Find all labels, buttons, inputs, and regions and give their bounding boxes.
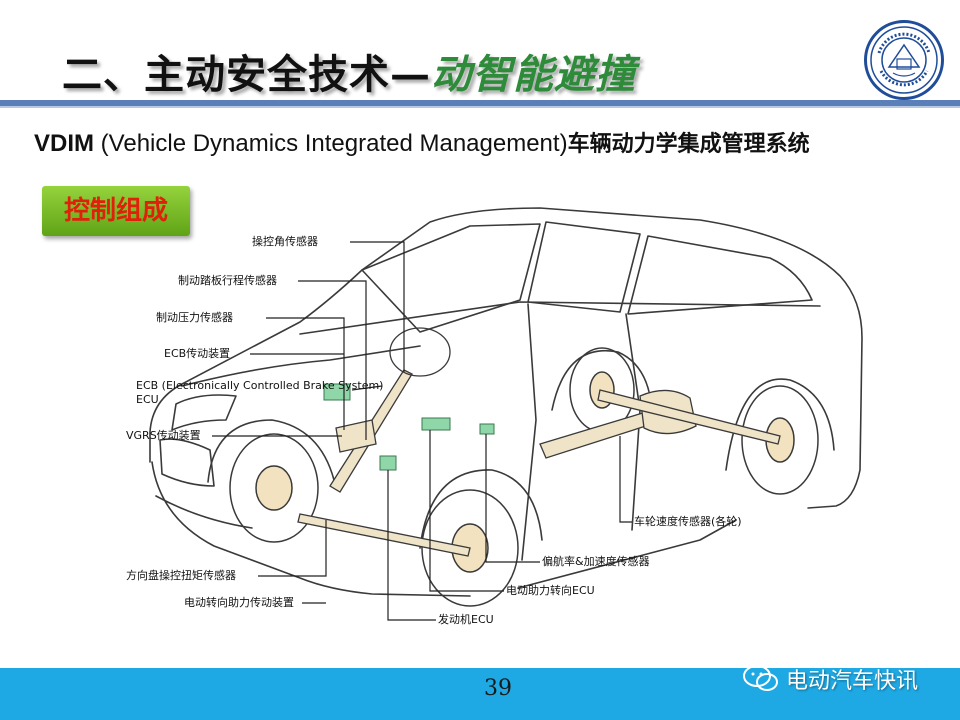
title-accent-text: 动智能避撞 bbox=[431, 51, 636, 98]
title-bar: 二、主动安全技术—动智能避撞 bbox=[0, 0, 960, 110]
steering-rack bbox=[297, 513, 471, 557]
leader-wheel-speed bbox=[619, 436, 632, 523]
callout-engine-ecu: 发动机ECU bbox=[438, 613, 494, 626]
front-right-wheel bbox=[229, 433, 319, 543]
leader-steering-angle bbox=[350, 241, 405, 372]
rear-axle bbox=[597, 389, 781, 445]
front-wheel-arch bbox=[207, 419, 335, 483]
yaw-sensor-box bbox=[421, 417, 451, 431]
subtitle-english: (Vehicle Dynamics Integrated Management) bbox=[94, 130, 568, 157]
door-line bbox=[521, 303, 537, 561]
callout-ecb-ecu-line2: ECU bbox=[136, 393, 159, 406]
callout-yaw-accel-sensor: 偏航率&加速度传感器 bbox=[542, 555, 650, 568]
leader-steering-torque bbox=[258, 520, 327, 577]
side-window-rear bbox=[627, 235, 813, 315]
callout-brake-pressure-sensor: 制动压力传感器 bbox=[156, 311, 233, 324]
beltline bbox=[299, 301, 821, 335]
car-underbody bbox=[151, 461, 471, 597]
subtitle-chinese: 车辆动力学集成管理系统 bbox=[567, 132, 810, 157]
car-body-outline bbox=[149, 207, 863, 509]
wechat-icon bbox=[743, 665, 778, 691]
callout-eps-ecu: 电动助力转向ECU bbox=[506, 584, 595, 597]
rear-left-wheel-arch bbox=[551, 350, 653, 415]
side-window-front bbox=[527, 221, 641, 313]
page-number: 39 bbox=[484, 676, 512, 701]
drive-shaft bbox=[539, 411, 653, 459]
callout-brake-pedal-stroke-sensor: 制动踏板行程传感器 bbox=[178, 274, 277, 287]
front-left-wheel bbox=[421, 489, 519, 607]
leader-engine-ecu bbox=[387, 470, 436, 621]
watermark-text: 电动汽车快讯 bbox=[786, 669, 919, 694]
callout-vgrs-actuator: VGRS传动装置 bbox=[126, 429, 201, 442]
windshield bbox=[361, 223, 541, 333]
grille bbox=[159, 438, 215, 487]
section-badge: 控制组成 bbox=[42, 186, 190, 236]
leader-ecb-ecu bbox=[351, 385, 383, 391]
university-seal-logo bbox=[864, 20, 944, 100]
title-rule-light bbox=[0, 106, 960, 108]
callout-steering-angle-sensor: 操控角传感器 bbox=[252, 235, 318, 248]
title-main-text: 二、主动安全技术— bbox=[62, 51, 431, 98]
subtitle: VDIM (Vehicle Dynamics Integrated Manage… bbox=[34, 126, 810, 158]
bumper bbox=[155, 495, 253, 529]
leader-brake-pressure bbox=[266, 317, 345, 430]
callout-wheel-speed-sensor: 车轮速度传感器(各轮) bbox=[634, 515, 742, 528]
eps-ecu-box bbox=[379, 455, 397, 471]
hood-line bbox=[181, 345, 421, 387]
leader-eps-ecu bbox=[429, 430, 504, 592]
callout-ecb-actuator: ECB传动装置 bbox=[164, 347, 231, 360]
slide-title: 二、主动安全技术—动智能避撞 bbox=[62, 42, 636, 100]
rear-right-wheel bbox=[741, 385, 819, 495]
leader-brake-pedal bbox=[298, 280, 367, 440]
callout-ecb-ecu: ECB (Electronically Controlled Brake Sys… bbox=[136, 379, 383, 407]
subtitle-acronym: VDIM bbox=[34, 130, 94, 157]
leader-yaw bbox=[485, 434, 540, 563]
rear-wheel-arch bbox=[725, 378, 835, 471]
seal-icon bbox=[870, 26, 938, 94]
title-rule bbox=[0, 100, 960, 106]
callout-eps-actuator: 电动转向助力传动装置 bbox=[184, 596, 294, 609]
engine-ecu-box bbox=[479, 423, 495, 435]
callout-ecb-ecu-line1: ECB (Electronically Controlled Brake Sys… bbox=[136, 379, 384, 392]
footer-bar bbox=[0, 668, 960, 720]
car-rocker bbox=[517, 519, 737, 589]
callout-steering-torque-sensor: 方向盘操控扭矩传感器 bbox=[126, 569, 236, 582]
steering-wheel bbox=[389, 327, 451, 377]
headlight bbox=[171, 394, 237, 431]
